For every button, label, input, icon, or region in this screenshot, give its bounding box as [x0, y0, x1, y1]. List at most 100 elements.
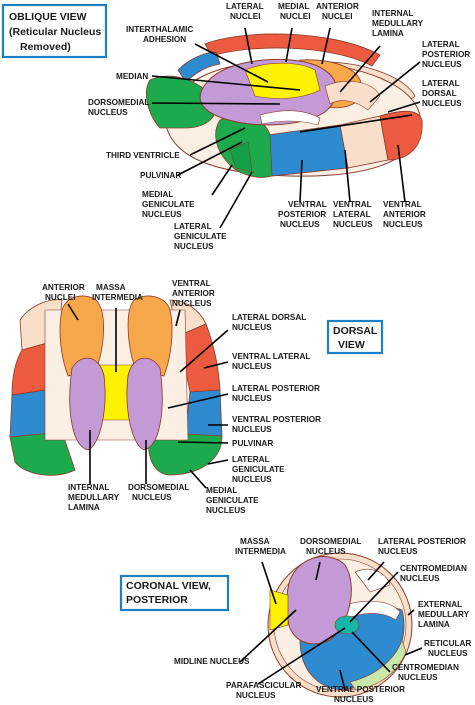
- label-median: MEDIAN: [116, 72, 148, 81]
- leader-line: [387, 101, 421, 113]
- leader-line: [203, 361, 229, 369]
- oblique-view: [146, 33, 423, 178]
- leader-line: [404, 647, 423, 656]
- leader-line: [397, 144, 406, 203]
- oblique-title-line-3: Removed): [20, 41, 71, 53]
- label-pulvinar: PULVINAR: [232, 439, 273, 448]
- oblique-red-left: [177, 51, 221, 83]
- label-third-ventricle: THIRD VENTRICLE: [106, 151, 180, 160]
- leader-line: [151, 75, 301, 91]
- coronal-title-line-2: POSTERIOR: [126, 594, 188, 606]
- dorsal-left-purple: [69, 357, 106, 451]
- label-pulvinar: PULVINAR: [140, 171, 181, 180]
- leader-line: [407, 609, 415, 616]
- leader-line: [367, 561, 385, 581]
- oblique-white-slit: [259, 110, 321, 126]
- dorsal-title-box: [326, 319, 384, 355]
- label-midline-nucleus: MIDLINE NUCLEUS: [174, 657, 250, 666]
- leader-line: [179, 329, 229, 373]
- coronal-title-line-1: CORONAL VIEW,: [126, 580, 211, 592]
- leader-line: [167, 393, 229, 409]
- dorsal-right-orange: [127, 295, 173, 377]
- dorsal-title-line-2: VIEW: [338, 339, 365, 351]
- leader-line: [67, 303, 79, 321]
- oblique-title-line-1: OBLIQUE VIEW: [9, 11, 87, 23]
- leader-line: [261, 561, 277, 605]
- leader-line: [339, 45, 381, 93]
- coronal-leader-lines: [239, 561, 423, 691]
- leader-line: [189, 469, 207, 489]
- dorsal-left-green: [9, 431, 76, 476]
- coronal-teal-cm: [334, 615, 360, 635]
- leader-line: [315, 561, 321, 581]
- oblique-peach-lp: [324, 81, 381, 111]
- oblique-blue-rim: [339, 115, 389, 169]
- leader-line: [285, 27, 293, 63]
- leader-line: [177, 141, 243, 176]
- leader-line: [177, 441, 229, 444]
- coronal-light-green: [349, 639, 407, 691]
- oblique-leader-lines: [151, 27, 421, 229]
- leader-line: [299, 114, 413, 133]
- leader-line: [219, 171, 253, 229]
- leader-line: [189, 127, 246, 156]
- leader-line: [211, 164, 233, 196]
- oblique-title-line-2: (Reticular Nucleus: [9, 26, 101, 38]
- leader-line: [207, 459, 229, 465]
- coronal-view: [267, 552, 413, 698]
- leader-line: [369, 61, 421, 103]
- leader-line: [257, 627, 346, 685]
- dorsal-right-purple: [126, 357, 163, 451]
- dorsal-leader-lines: [67, 303, 229, 489]
- coronal-title-box: [119, 574, 230, 612]
- leader-line: [344, 149, 351, 203]
- leader-line: [349, 571, 399, 623]
- leader-line: [175, 309, 181, 327]
- leader-line: [321, 27, 331, 65]
- coronal-white-lp: [354, 568, 391, 593]
- leader-line: [351, 631, 391, 673]
- dorsal-left-orange: [59, 295, 104, 377]
- leader-line: [299, 159, 303, 203]
- leader-line: [239, 609, 297, 663]
- leader-line: [151, 102, 281, 105]
- leader-line: [244, 27, 253, 65]
- dorsal-title-line-1: DORSAL: [333, 325, 378, 337]
- leader-line: [339, 669, 346, 691]
